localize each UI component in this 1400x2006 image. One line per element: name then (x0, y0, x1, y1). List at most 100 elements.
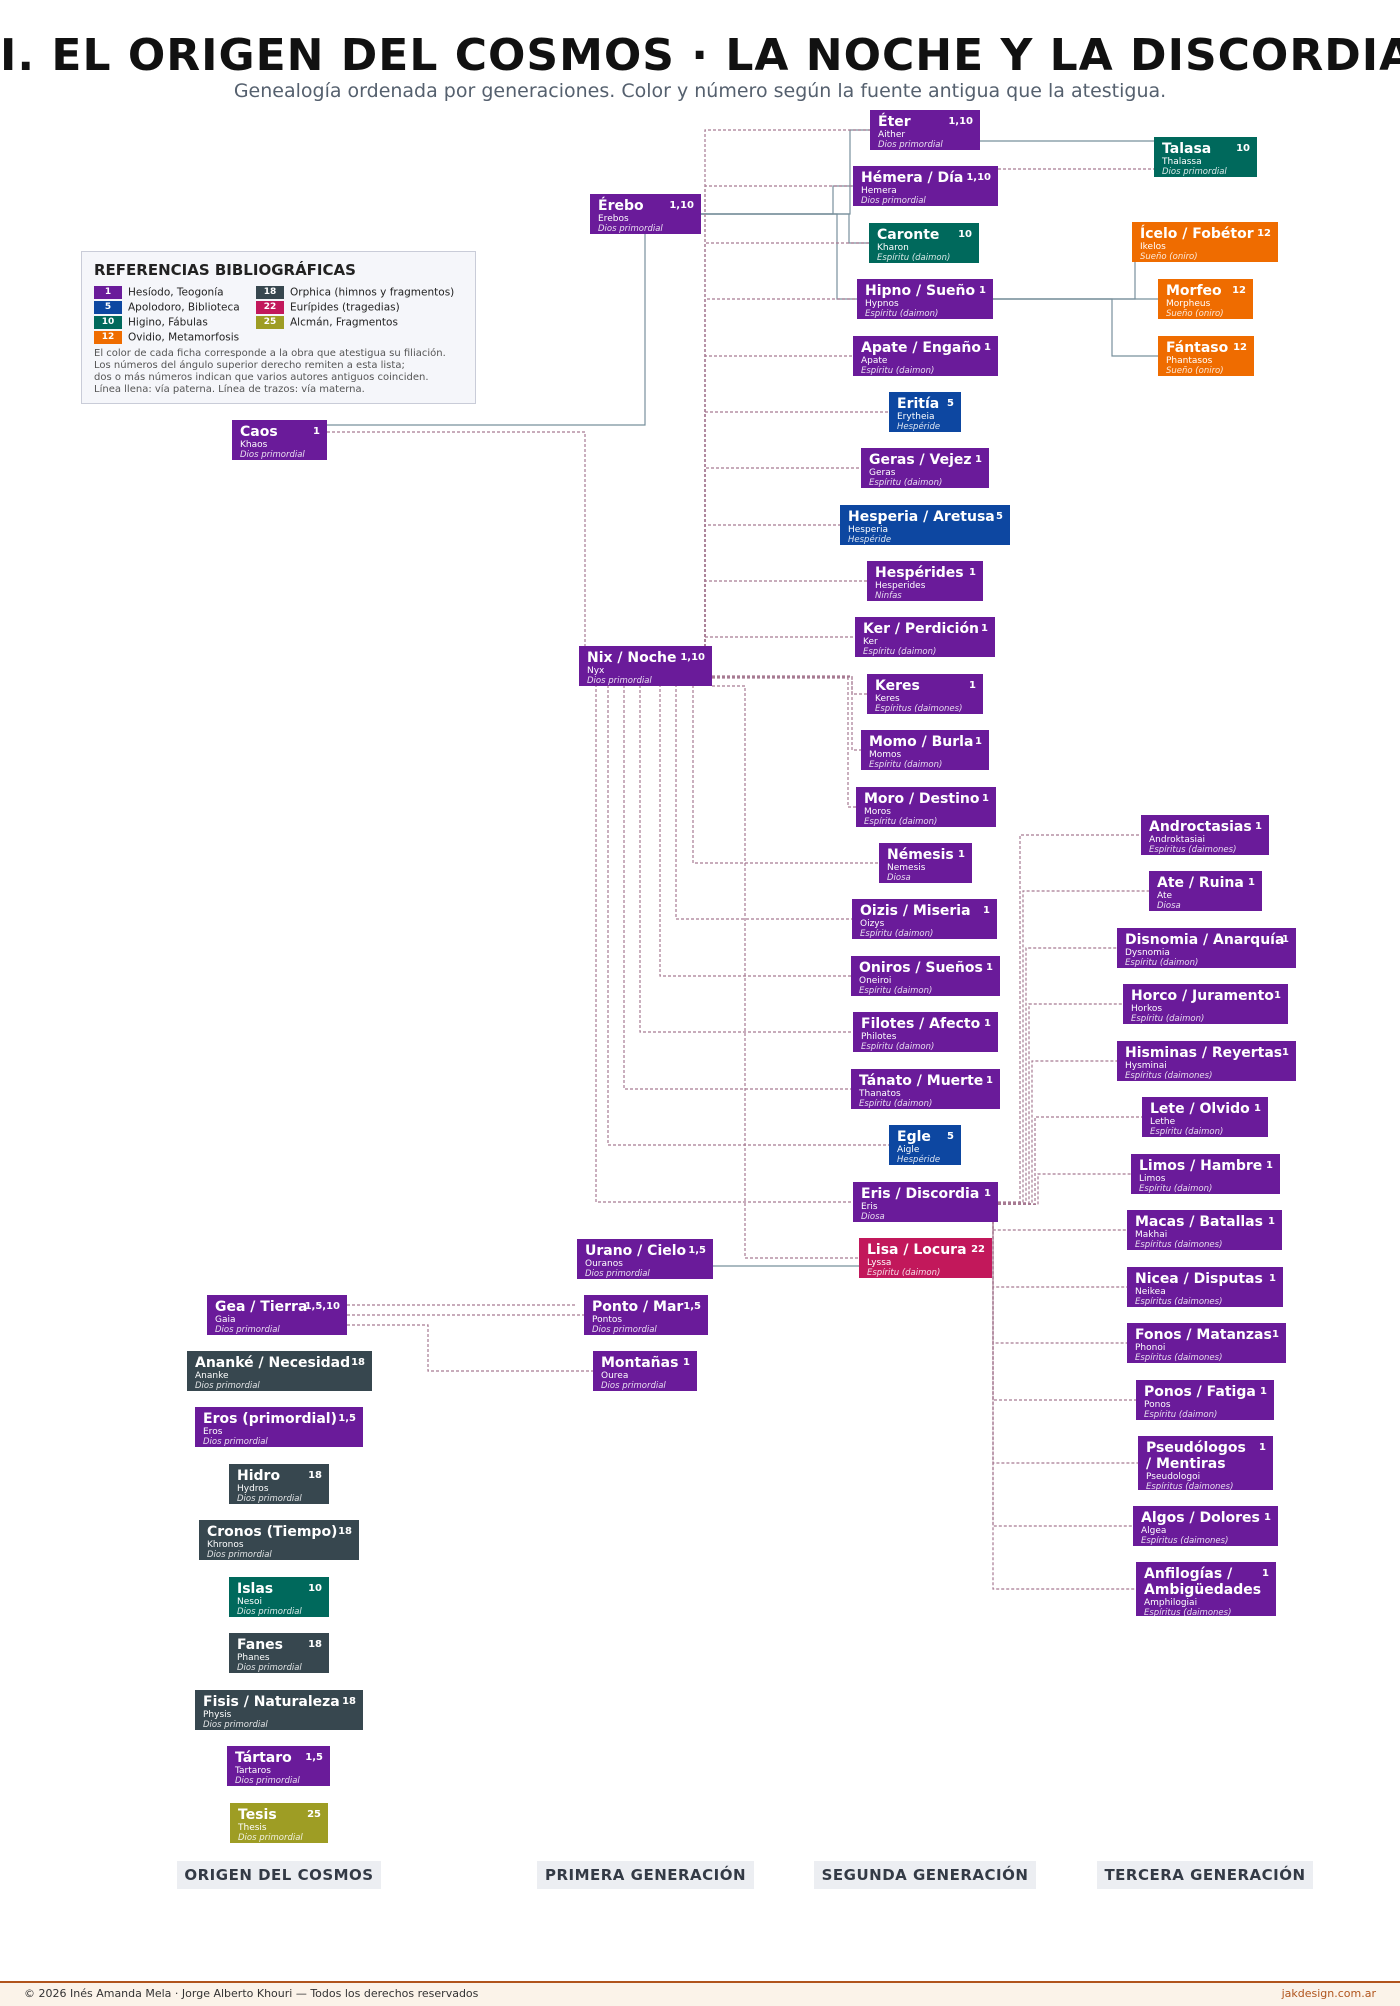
node-source-number: 18 (338, 1526, 352, 1537)
node-name: Oizis / Miseria (860, 903, 971, 919)
node-source-number: 1 (1274, 990, 1281, 1001)
node-role: Espíritus (daimones) (1135, 1297, 1223, 1307)
node-name: Fisis / Naturaleza (203, 1694, 340, 1710)
link-eris-child (998, 1173, 1131, 1205)
node-name: Ananké / Necesidad (195, 1355, 351, 1371)
node-role: Hespéride (897, 1155, 941, 1165)
node-name: Tesis (238, 1807, 277, 1823)
node-greek-name: Aigle (897, 1145, 920, 1155)
node-greek-name: Khaos (240, 440, 268, 450)
footer-site-link[interactable]: jakdesign.com.ar (1281, 1987, 1376, 2000)
node-name: Limos / Hambre (1139, 1158, 1263, 1174)
link-caos-erebo (327, 234, 646, 426)
node-greek-name: Keres (875, 694, 900, 704)
node-source-number: 12 (1232, 285, 1246, 296)
node-role: Dios primordial (861, 196, 926, 206)
node-source-number: 1 (986, 962, 993, 973)
node-name: Keres (875, 678, 920, 694)
node-role: Espíritus (daimones) (1135, 1353, 1223, 1363)
node-role: Espíritu (daimon) (877, 253, 951, 263)
legend-chip: 18 (256, 286, 284, 299)
node-name: Algos / Dolores (1141, 1510, 1260, 1526)
node-greek-name: Ikelos (1140, 242, 1166, 252)
node-greek-name: Khronos (207, 1540, 244, 1550)
legend-chip: 5 (94, 301, 122, 314)
link-nix-child (704, 524, 840, 671)
node-source-number: 1,10 (948, 116, 973, 127)
node-greek-name: Ouranos (585, 1259, 623, 1269)
node-source-number: 18 (342, 1696, 356, 1707)
node-greek-name: Lyssa (867, 1258, 892, 1268)
legend-label: Hesíodo, Teogonía (128, 286, 224, 299)
legend-note: El color de cada ficha corresponde a la … (94, 348, 446, 359)
node-source-number: 5 (947, 1131, 954, 1142)
node-role: Espíritus (daimones) (1149, 845, 1237, 855)
node-greek-name: Thesis (238, 1823, 267, 1833)
node-source-number: 1 (969, 567, 976, 578)
footer-copyright: © 2026 Inés Amanda Mela · Jorge Alberto … (24, 1987, 479, 2000)
node-greek-name: Makhai (1135, 1230, 1168, 1240)
node-source-number: 1 (975, 454, 982, 465)
node-role: Sueño (oniro) (1166, 366, 1224, 376)
node-name: Tártaro (235, 1750, 292, 1766)
node-source-number: 1,5 (683, 1301, 701, 1312)
node-role: Dios primordial (238, 1833, 303, 1843)
